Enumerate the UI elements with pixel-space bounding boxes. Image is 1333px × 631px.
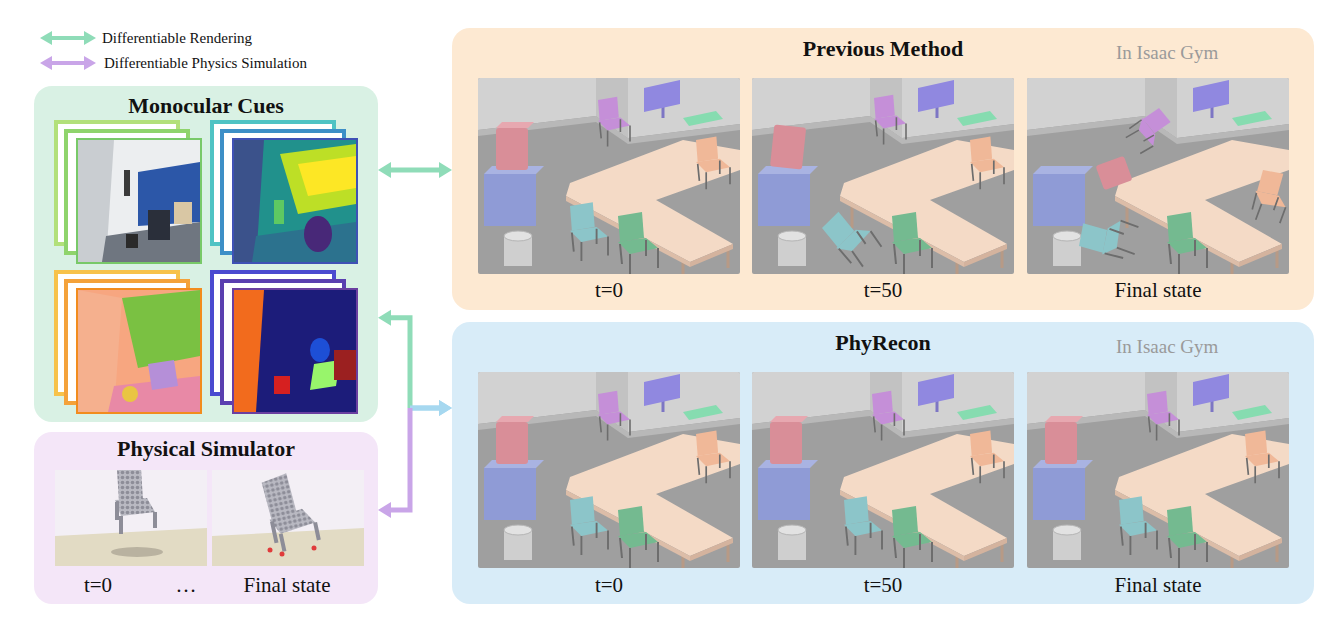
frame-label: Final state: [1115, 573, 1202, 597]
sim-image: [212, 470, 364, 566]
frame-label: t=0: [84, 573, 112, 597]
instance-stack: [212, 272, 356, 412]
scene-render: [478, 78, 740, 274]
panel-note: In Isaac Gym: [1116, 336, 1218, 357]
panel-title: Monocular Cues: [128, 93, 283, 118]
frame-label: Final state: [1115, 278, 1202, 302]
legend-text: Differentiable Physics Simulation: [104, 55, 307, 71]
panel-title: PhyRecon: [835, 330, 930, 355]
panel-title: Physical Simulator: [117, 436, 295, 461]
frame-label: Final state: [244, 573, 331, 597]
sim-image: [55, 468, 207, 566]
depth-stack: [212, 122, 356, 262]
rgb-stack: [56, 122, 200, 262]
connector-arrow: [378, 162, 452, 178]
scene-render: [478, 372, 740, 568]
connector-arrow: [378, 400, 452, 518]
scene-render: [752, 372, 1014, 568]
panel-note: In Isaac Gym: [1116, 42, 1218, 63]
legend-arrow: [40, 31, 96, 70]
frame-label: t=50: [864, 573, 903, 597]
scene-render: [1027, 78, 1296, 274]
panel-title: Previous Method: [803, 36, 963, 61]
frame-label: …: [176, 573, 197, 597]
frame-label: t=50: [864, 278, 903, 302]
normal-stack: [56, 272, 200, 412]
connector-arrow: [378, 310, 452, 416]
frame-label: t=0: [595, 278, 623, 302]
scene-render: [1027, 372, 1289, 568]
scene-render: [752, 78, 1014, 274]
frame-label: t=0: [595, 573, 623, 597]
legend-text: Differentiable Rendering: [102, 30, 252, 46]
